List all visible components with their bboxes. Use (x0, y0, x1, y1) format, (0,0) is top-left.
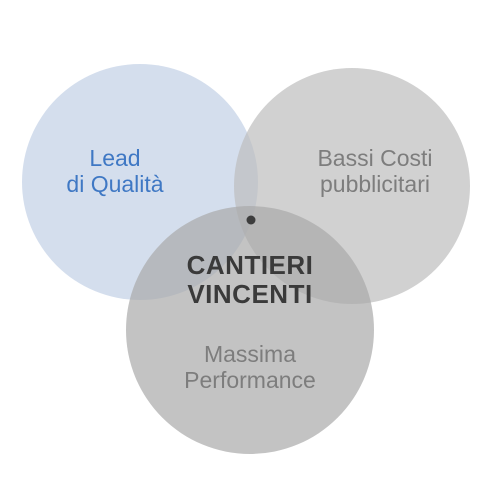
label-costi-line-2: pubblicitari (320, 170, 430, 197)
label-center-line-2: VINCENTI (187, 279, 313, 310)
label-performance-line-1: Massima (203, 341, 296, 367)
label-lead-line-2: di Qualità (66, 170, 164, 197)
label-performance-line-2: Performance (184, 366, 316, 393)
label-lead: Lead di Qualità (40, 145, 190, 198)
circle-performance (126, 206, 374, 454)
center-dot (246, 215, 256, 225)
label-center-line-1: CANTIERI (186, 250, 314, 280)
label-costi: Bassi Costi pubblicitari (280, 145, 470, 198)
label-costi-line-1: Bassi Costi (317, 145, 433, 171)
label-center: CANTIERI VINCENTI (150, 250, 350, 310)
label-lead-line-1: Lead (89, 145, 141, 171)
label-performance: Massima Performance (150, 341, 350, 394)
